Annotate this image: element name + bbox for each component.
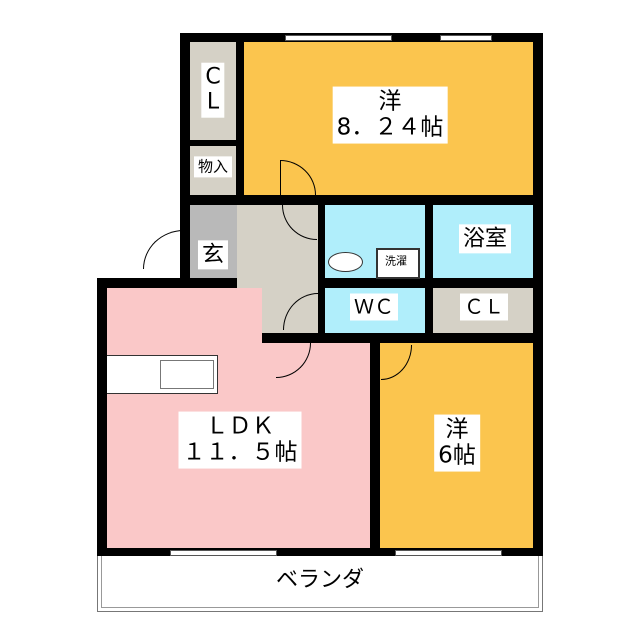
room-label: 物入 <box>193 156 233 178</box>
veranda <box>97 555 543 612</box>
room-label: 洗濯 <box>385 254 407 269</box>
room-label: ＷＣ <box>350 293 398 321</box>
wash-basin <box>328 252 363 272</box>
veranda-label: ベランダ <box>271 565 369 595</box>
room-label: 玄 <box>197 240 229 270</box>
kitchen-sink <box>160 360 214 389</box>
kitchen-counter <box>107 355 218 394</box>
entrance-door[interactable] <box>143 230 184 269</box>
window <box>170 550 277 556</box>
room-label: C L <box>201 62 225 118</box>
room-label: 浴室 <box>458 224 512 254</box>
window <box>395 550 502 556</box>
room-label: ＣＬ <box>460 293 508 321</box>
window <box>285 35 392 41</box>
window <box>440 35 492 41</box>
